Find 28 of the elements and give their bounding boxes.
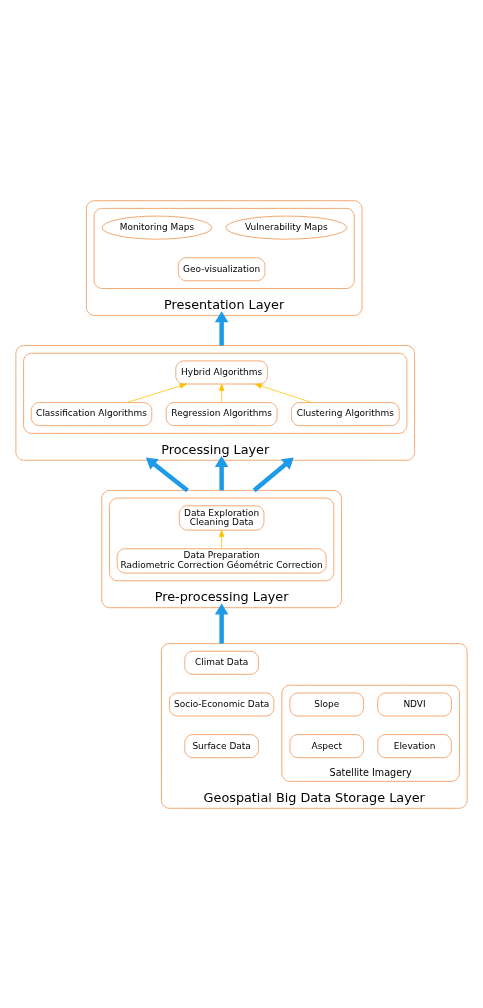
node-box: Climat Data <box>184 650 259 675</box>
node-box: Elevation <box>377 733 452 758</box>
node-box: NDVI <box>377 691 452 716</box>
node-box: Surface Data <box>184 733 259 758</box>
node-ellipse: Vulnerability Maps <box>225 215 348 240</box>
node-box: Hybrid Algorithms <box>175 359 268 384</box>
arrow <box>219 383 225 403</box>
arrow <box>126 382 187 403</box>
node-box: Regression Algorithms <box>165 401 278 426</box>
node-box: Geo-visualization <box>177 256 266 281</box>
cluster <box>23 352 408 434</box>
node-box: Aspect <box>289 733 365 758</box>
arrow <box>145 457 189 492</box>
node-box: Classification Algorithms <box>30 401 153 426</box>
arrow <box>254 383 313 403</box>
arrow <box>219 529 225 549</box>
cluster <box>109 497 335 581</box>
node-box: Data Exploration Cleaning Data <box>178 504 265 531</box>
arrow <box>252 457 294 492</box>
node-box: Socio-Economic Data <box>168 691 275 716</box>
arrow <box>214 455 229 490</box>
cluster <box>93 207 355 289</box>
node-box: Data Preparation Radiometric Correction Géométric Correction <box>116 547 327 574</box>
node-box: Slope <box>289 691 365 716</box>
arrow <box>214 602 229 644</box>
node-box: Clustering Algorithms <box>291 401 400 426</box>
node-ellipse: Monitoring Maps <box>101 215 213 240</box>
arrow <box>214 310 229 346</box>
